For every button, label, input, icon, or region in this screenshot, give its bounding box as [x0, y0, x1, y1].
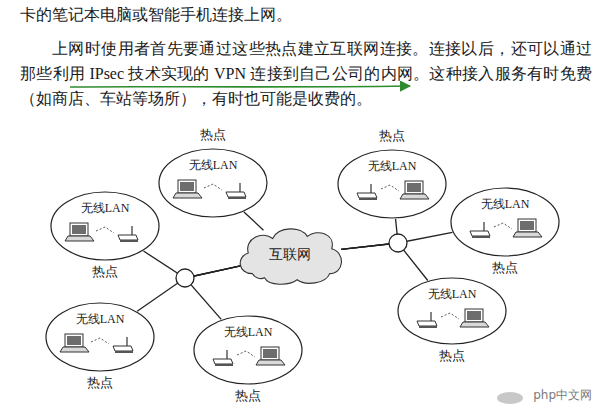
hotspot-ellipse: 热点无线LAN [337, 149, 447, 219]
network-link [244, 212, 264, 230]
network-label: 无线LAN [428, 286, 477, 302]
hotspot-devices [357, 181, 429, 200]
hotspot-heading: 热点 [492, 260, 518, 276]
ap-antenna [131, 226, 132, 235]
wireless-signal [441, 313, 459, 319]
wireless-signal [91, 338, 109, 344]
access-point [417, 321, 437, 326]
laptop-screen [465, 309, 483, 322]
watermark: php中文网 [533, 387, 592, 404]
ap-antenna [370, 184, 371, 193]
laptop-screen [518, 219, 536, 232]
wireless-signal [96, 227, 114, 233]
hotspot-heading: 热点 [439, 348, 465, 364]
laptop-display [180, 182, 194, 191]
cloud-shape [240, 229, 341, 284]
network-link [341, 243, 428, 280]
laptop-base [460, 322, 489, 327]
hotspot-ellipse-shape [46, 303, 154, 371]
hotspot-ellipse-shape [51, 192, 159, 260]
hotspot-heading: 热点 [235, 388, 261, 404]
network-label: 无线LAN [368, 158, 417, 174]
access-point [357, 193, 377, 198]
junction-circle [176, 269, 194, 287]
hotspot-ellipse: 无线LAN热点 [450, 187, 560, 257]
laptop-display [520, 221, 534, 230]
network-label: 无线LAN [189, 157, 238, 173]
laptop-base [400, 194, 429, 199]
hotspot-devices [60, 334, 133, 353]
hotspot-devices [417, 309, 489, 328]
hotspot-ellipse: 热点无线LAN [158, 148, 268, 218]
wireless-signal [494, 223, 512, 229]
access-point-side [115, 351, 133, 353]
hotspot-ellipse: 无线LAN热点 [193, 315, 303, 385]
access-point [226, 192, 246, 197]
hotspot-devices [213, 347, 285, 366]
ap-antenna [126, 337, 127, 346]
ap-antenna [483, 222, 484, 231]
hotspot-ellipse-shape [338, 150, 446, 218]
laptop-display [407, 183, 421, 192]
wireless-signal [381, 185, 399, 191]
body-paragraph: 卡的笔记本电脑或智能手机连接上网。 [20, 2, 592, 27]
ap-antenna [430, 312, 431, 321]
laptop-display [263, 349, 277, 358]
access-point [113, 346, 133, 351]
hotspot-ellipse-shape [398, 278, 506, 344]
network-label: 无线LAN [81, 200, 130, 216]
access-point-side [215, 364, 233, 366]
laptop-base [513, 232, 542, 237]
laptop-screen [261, 347, 279, 360]
access-point [213, 359, 233, 364]
junction-circle [389, 234, 407, 252]
access-point [470, 231, 490, 236]
laptop-base [65, 236, 94, 241]
laptop-screen [70, 223, 88, 236]
cloud-label: 互联网 [269, 247, 311, 263]
laptop-base [173, 193, 202, 198]
hotspot-ellipse: 无线LAN热点 [50, 191, 160, 261]
hotspot-heading: 热点 [379, 128, 405, 144]
access-point-side [419, 326, 437, 328]
wireless-signal [237, 351, 255, 357]
laptop-screen [178, 180, 196, 193]
hotspot-heading: 热点 [87, 375, 113, 391]
laptop-display [67, 336, 81, 345]
laptop-screen [65, 334, 83, 347]
wireless-signal [204, 184, 222, 190]
network-label: 无线LAN [224, 324, 273, 340]
hotspot-ellipse: 无线LAN热点 [397, 277, 507, 345]
internet-cloud: 互联网 [234, 224, 346, 286]
laptop-display [467, 311, 481, 320]
access-point-side [120, 240, 138, 242]
laptop-display [72, 225, 86, 234]
network-label: 无线LAN [481, 196, 530, 212]
laptop-base [60, 347, 89, 352]
hotspot-ellipse-shape [451, 188, 559, 256]
network-link [137, 266, 241, 312]
highlight-underline [70, 86, 410, 87]
watermark-logo [497, 392, 523, 404]
laptop-screen [405, 181, 423, 194]
hotspot-devices [173, 180, 246, 199]
access-point-side [228, 197, 246, 199]
hotspot-devices [65, 223, 138, 242]
hotspot-ellipse-shape [159, 149, 267, 217]
ap-antenna [226, 350, 227, 359]
access-point-side [359, 198, 377, 200]
access-point [118, 235, 138, 240]
body-paragraph: 上网时使用者首先要通过这些热点建立互联网连接。连接以后，还可以通过那些利用 IP… [20, 36, 592, 111]
hotspot-heading: 热点 [200, 127, 226, 143]
hotspot-ellipse: 无线LAN热点 [45, 302, 155, 372]
access-point-side [472, 236, 490, 238]
network-label: 无线LAN [76, 311, 125, 327]
hotspot-heading: 热点 [92, 264, 118, 280]
laptop-base [256, 360, 285, 365]
ap-antenna [239, 183, 240, 192]
hotspot-ellipse-shape [194, 316, 302, 384]
hotspot-devices [470, 219, 542, 238]
